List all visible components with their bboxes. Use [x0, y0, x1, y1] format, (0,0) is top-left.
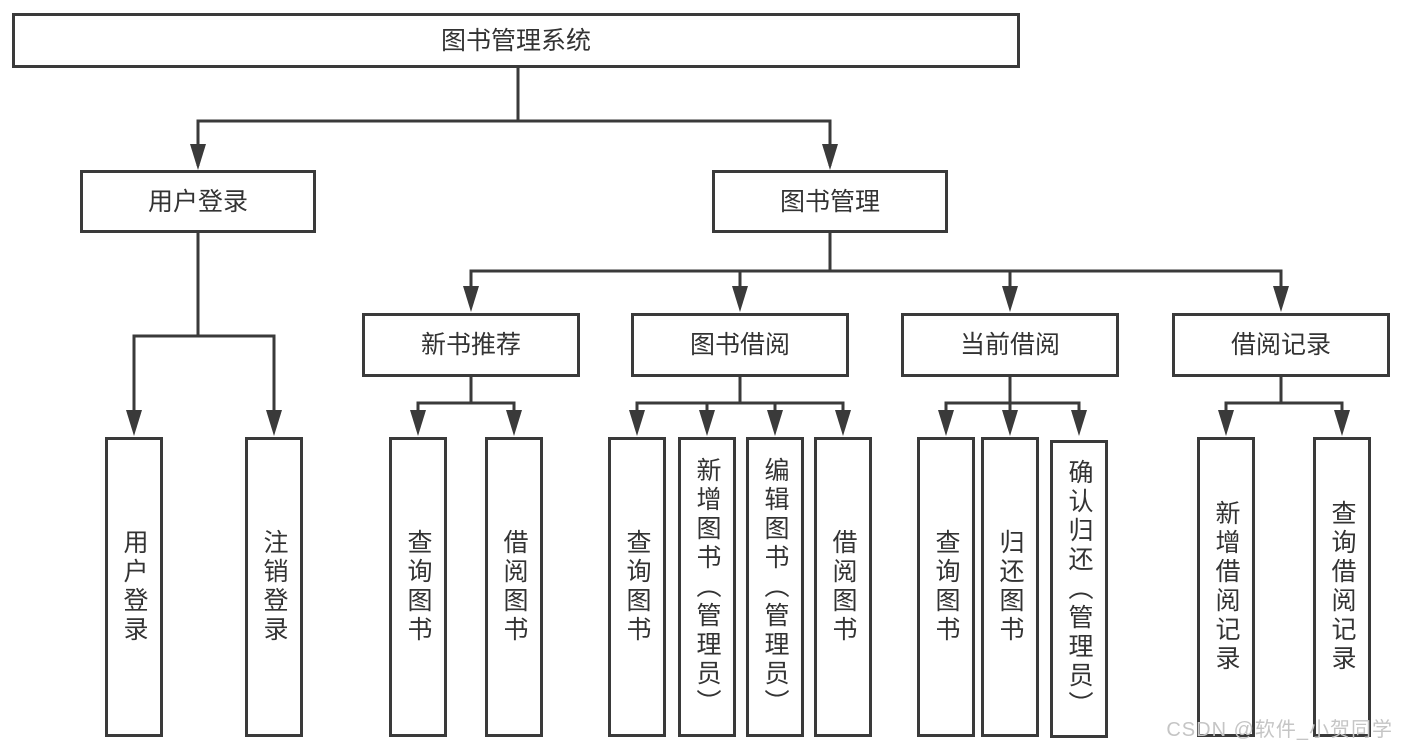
leaf-borrowing-borrow-books: 借阅图书: [814, 437, 872, 737]
leaf-logout-login: 注销登录: [245, 437, 303, 737]
leaf-user-login: 用户登录: [105, 437, 163, 737]
connector-borrowing-records-children: [1218, 377, 1350, 436]
leaf-confirm-return-admin: 确认归还（管理员）: [1050, 440, 1108, 738]
leaf-return-books: 归还图书: [981, 437, 1039, 737]
leaf-recommend-borrow-books: 借阅图书: [485, 437, 543, 737]
leaf-edit-books-admin: 编辑图书（管理员）: [746, 437, 804, 737]
node-user-login: 用户登录: [80, 170, 316, 233]
leaf-add-borrowing-record: 新增借阅记录: [1197, 437, 1255, 737]
node-book-borrowing: 图书借阅: [631, 313, 849, 377]
connector-current-borrowing-children: [938, 377, 1087, 436]
leaf-current-query-books: 查询图书: [917, 437, 975, 737]
leaf-recommend-query-books: 查询图书: [389, 437, 447, 737]
connector-user-login-children: [126, 233, 282, 436]
connector-root-to-level2: [190, 68, 838, 170]
leaf-query-borrowing-record: 查询借阅记录: [1313, 437, 1371, 737]
connector-book-management-children: [463, 233, 1289, 312]
leaf-add-books-admin: 新增图书（管理员）: [678, 437, 736, 737]
node-library-management-system: 图书管理系统: [12, 13, 1020, 68]
node-new-book-recommendation: 新书推荐: [362, 313, 580, 377]
node-current-borrowing: 当前借阅: [901, 313, 1119, 377]
watermark: CSDN @软件_小贺同学: [1166, 719, 1393, 741]
leaf-borrowing-query-books: 查询图书: [608, 437, 666, 737]
node-book-management: 图书管理: [712, 170, 948, 233]
connector-book-borrowing-children: [629, 377, 851, 436]
connector-new-book-recommendation-children: [410, 377, 522, 436]
node-borrowing-records: 借阅记录: [1172, 313, 1390, 377]
